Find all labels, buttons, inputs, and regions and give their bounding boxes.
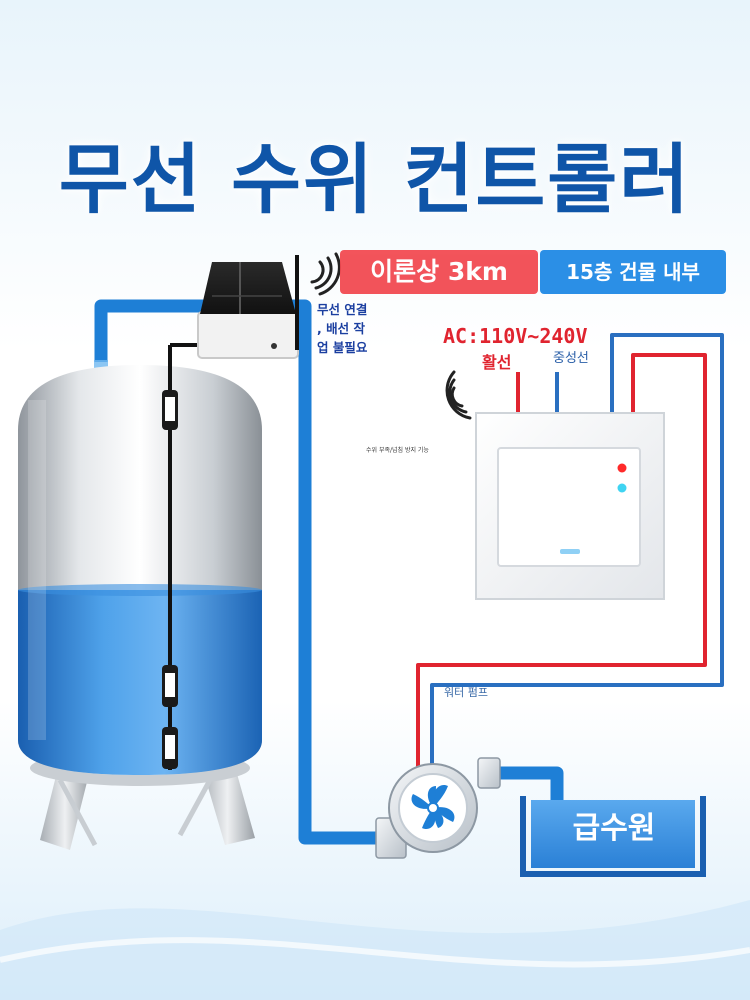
- wireless-note-line: 업 불필요: [317, 340, 368, 355]
- water-pipe: [94, 299, 564, 845]
- indicator-red: [617, 463, 627, 473]
- voltage-label: AC:110V~240V: [443, 324, 588, 348]
- water-source-label: 급수원: [572, 811, 656, 846]
- building-badge: 15층 건물 내부: [540, 250, 726, 294]
- water-pump: [375, 757, 501, 859]
- pump-label: 워터 펌프: [444, 686, 488, 699]
- neutral-wire: [430, 333, 724, 775]
- indicator-cyan: [617, 483, 627, 493]
- wireless-note-line: 무선 연결: [317, 302, 368, 317]
- page-title: 무선 수위 컨트롤러: [58, 135, 692, 224]
- wifi-signal-icon: [310, 252, 341, 296]
- distance-badge: 이론상 3km: [340, 250, 538, 294]
- transmitter-unit: [197, 255, 299, 359]
- live-wire: [416, 353, 707, 775]
- wifi-signal-icon: [445, 370, 472, 420]
- feature-label: 수위 부족/넘침 방지 기능: [366, 447, 429, 454]
- water-tank: [18, 365, 262, 775]
- neutral-wire-label: 중성선: [553, 351, 589, 366]
- wireless-note-line: , 배선 작: [317, 321, 365, 336]
- wireless-note: 무선 연결 , 배선 작 업 불필요: [317, 300, 387, 357]
- background-wave-line: [0, 937, 750, 968]
- water-source: [520, 796, 706, 877]
- live-wire-label: 활선: [482, 353, 512, 372]
- receiver-switch: [475, 412, 665, 600]
